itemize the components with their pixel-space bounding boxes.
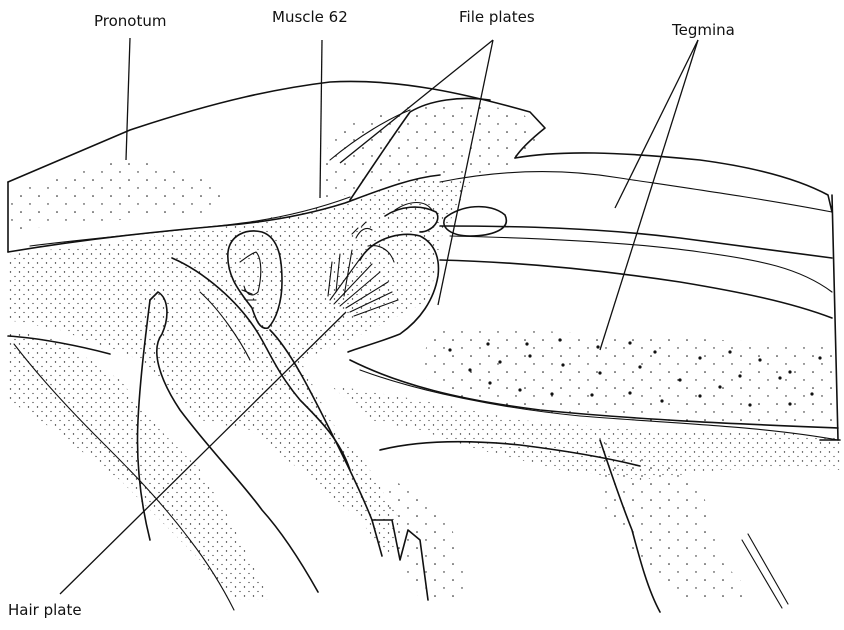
label-hair-plate: Hair plate bbox=[8, 603, 82, 618]
label-file-plates: File plates bbox=[459, 10, 535, 25]
tegmina-leader-upper bbox=[615, 40, 698, 208]
label-muscle-62: Muscle 62 bbox=[272, 10, 348, 25]
stippled-regions bbox=[8, 100, 840, 600]
label-pronotum: Pronotum bbox=[94, 14, 166, 29]
label-tegmina: Tegmina bbox=[672, 23, 735, 38]
pronotum-leader bbox=[126, 38, 130, 160]
muscle-leader bbox=[320, 40, 322, 198]
tegmina-leader-lower bbox=[600, 40, 698, 350]
